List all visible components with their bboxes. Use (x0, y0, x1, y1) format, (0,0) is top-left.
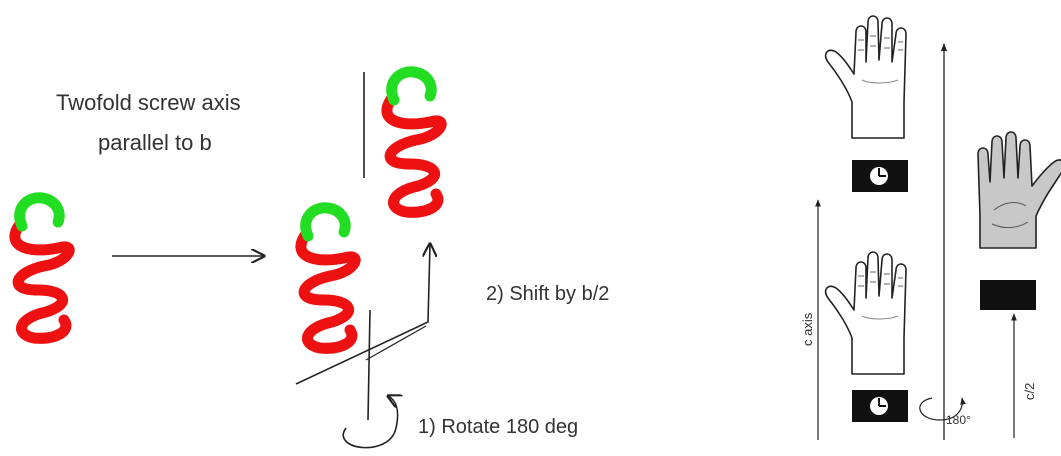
deg180-label: 180° (946, 413, 971, 427)
glove-band (980, 280, 1036, 310)
hand-bottom-icon (824, 251, 907, 375)
shift-label: 2) Shift by b/2 (486, 283, 609, 305)
c-axis-label: c axis (800, 312, 815, 346)
helix-shifted-icon (387, 72, 441, 213)
c-half-label: c/2 (1022, 383, 1037, 400)
screw-axis-lower (367, 309, 371, 421)
title-line2: parallel to b (98, 130, 212, 155)
rotate-label: 1) Rotate 180 deg (418, 416, 578, 438)
glove-palm-icon (977, 131, 1061, 249)
hand-top-icon (824, 15, 907, 139)
rotate-curl-icon (342, 396, 397, 449)
shift-path (295, 244, 430, 385)
rotation-180-icon (919, 397, 966, 421)
helix-rotated-icon (301, 208, 355, 349)
shift-diagonal-extra (365, 325, 427, 361)
title-line1: Twofold screw axis (56, 90, 241, 115)
helix-original-icon (15, 198, 69, 339)
